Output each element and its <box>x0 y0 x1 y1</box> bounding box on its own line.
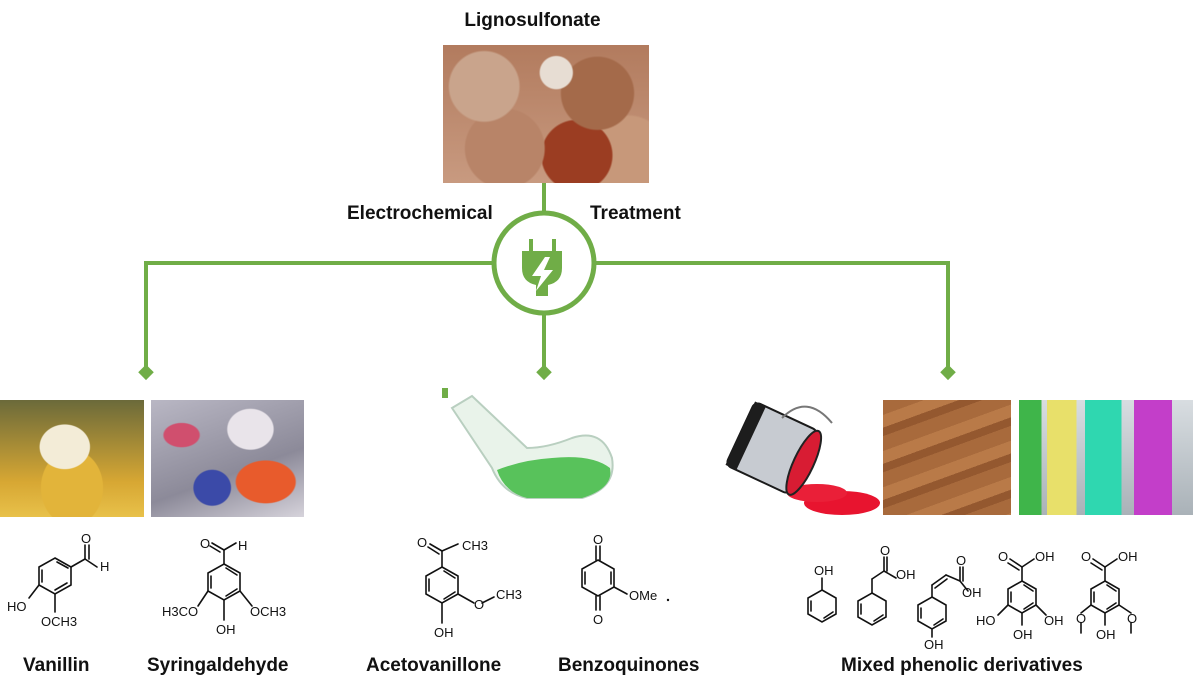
mixed-phenolics-structures: OH O OH O OH OH <box>807 543 1138 652</box>
benzoquinone-structure: O O OMe <box>581 532 670 627</box>
phenylacetic-acid-structure: O OH <box>857 543 916 626</box>
label-mixed-phenolics: Mixed phenolic derivatives <box>841 655 1083 676</box>
detergent-bottles-photo <box>1019 400 1193 515</box>
atom-ch3: CH3 <box>462 538 488 553</box>
branch-left <box>144 261 493 368</box>
branch-right <box>595 261 950 368</box>
wood-floor-photo <box>883 400 1011 515</box>
syringaldehyde-structure: O H H3CO OCH3 OH <box>162 536 286 637</box>
atom-h: H <box>238 538 247 553</box>
atom-oh: OH <box>1035 549 1055 564</box>
atom-oh: OH <box>434 625 454 640</box>
atom-h: H <box>100 559 109 574</box>
atom-o: O <box>474 597 484 612</box>
atom-o: O <box>593 532 603 547</box>
atom-ome: OMe <box>629 588 657 603</box>
atom-oh: OH <box>896 567 916 582</box>
atom-oh: OH <box>1013 627 1033 642</box>
atom-oh: OH <box>1096 627 1116 642</box>
atom-o: O <box>81 531 91 546</box>
label-acetovanillone: Acetovanillone <box>366 655 502 676</box>
atom-oh: OH <box>814 563 834 578</box>
coumaric-acid-structure: O OH OH <box>917 553 982 652</box>
plug-lightning-icon <box>522 239 562 296</box>
process-label-right: Treatment <box>590 203 681 224</box>
atom-ho: HO <box>7 599 27 614</box>
acetovanillone-structure: O CH3 O CH3 OH <box>417 535 522 640</box>
atom-h3co: H3CO <box>162 604 198 619</box>
atom-o: O <box>200 536 210 551</box>
arrow-tip-right <box>940 364 956 381</box>
arrow-tip-left <box>138 364 154 381</box>
ice-cream-photo <box>0 400 144 517</box>
atom-o: O <box>956 553 966 568</box>
atom-ho: HO <box>976 613 996 628</box>
atom-oh: OH <box>924 637 944 652</box>
atom-oh: OH <box>962 585 982 600</box>
atom-ch3: CH3 <box>496 587 522 602</box>
lignosulfonate-photo <box>443 45 649 183</box>
atom-och3: OCH3 <box>41 614 77 629</box>
atom-oh: OH <box>1044 613 1064 628</box>
arrow-tip-middle <box>536 364 552 381</box>
vanillin-structure: O H HO OCH3 <box>7 531 109 629</box>
source-title: Lignosulfonate <box>464 10 601 31</box>
phenol-structure: OH <box>807 563 837 623</box>
syringic-acid-structure: O OH O O OH <box>1076 549 1138 642</box>
atom-och3: OCH3 <box>250 604 286 619</box>
atom-oh: OH <box>216 622 236 637</box>
atom-o: O <box>998 549 1008 564</box>
label-syringaldehyde: Syringaldehyde <box>147 655 289 676</box>
gallic-acid-structure: O OH HO OH OH <box>976 549 1064 642</box>
atom-o: O <box>1076 611 1086 626</box>
process-label-left: Electrochemical <box>347 203 493 224</box>
atom-o: O <box>1127 611 1137 626</box>
atom-o: O <box>880 543 890 558</box>
atom-o: O <box>1081 549 1091 564</box>
atom-oh: OH <box>1118 549 1138 564</box>
pills-photo <box>151 400 304 517</box>
atom-o: O <box>417 535 427 550</box>
paint-can-photo <box>725 401 880 515</box>
flask-photo <box>432 388 617 513</box>
label-vanillin: Vanillin <box>23 655 90 676</box>
label-benzoquinones: Benzoquinones <box>558 655 700 676</box>
atom-o: O <box>593 612 603 627</box>
